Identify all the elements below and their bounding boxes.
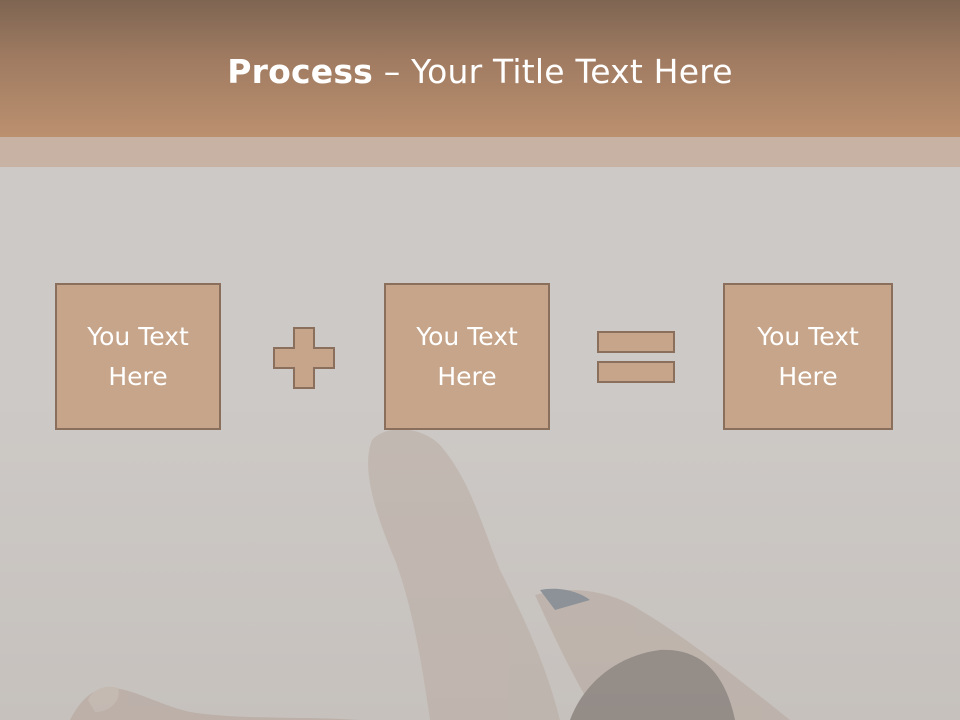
text-box-1: You Text Here bbox=[55, 283, 221, 430]
text-box-2-label: You Text Here bbox=[416, 321, 518, 391]
title-accent-strip bbox=[0, 137, 960, 167]
title-bold-text: Process bbox=[227, 52, 374, 91]
title-bar bbox=[0, 0, 960, 137]
equals-sign-icon bbox=[597, 331, 675, 383]
text-box-1-label: You Text Here bbox=[87, 321, 189, 391]
text-box-3: You Text Here bbox=[723, 283, 893, 430]
title-regular-text: – Your Title Text Here bbox=[373, 52, 733, 91]
text-box-2: You Text Here bbox=[384, 283, 550, 430]
plus-sign-icon bbox=[273, 327, 335, 389]
text-box-3-label: You Text Here bbox=[757, 321, 859, 391]
slide-title: Process – Your Title Text Here bbox=[0, 52, 960, 91]
